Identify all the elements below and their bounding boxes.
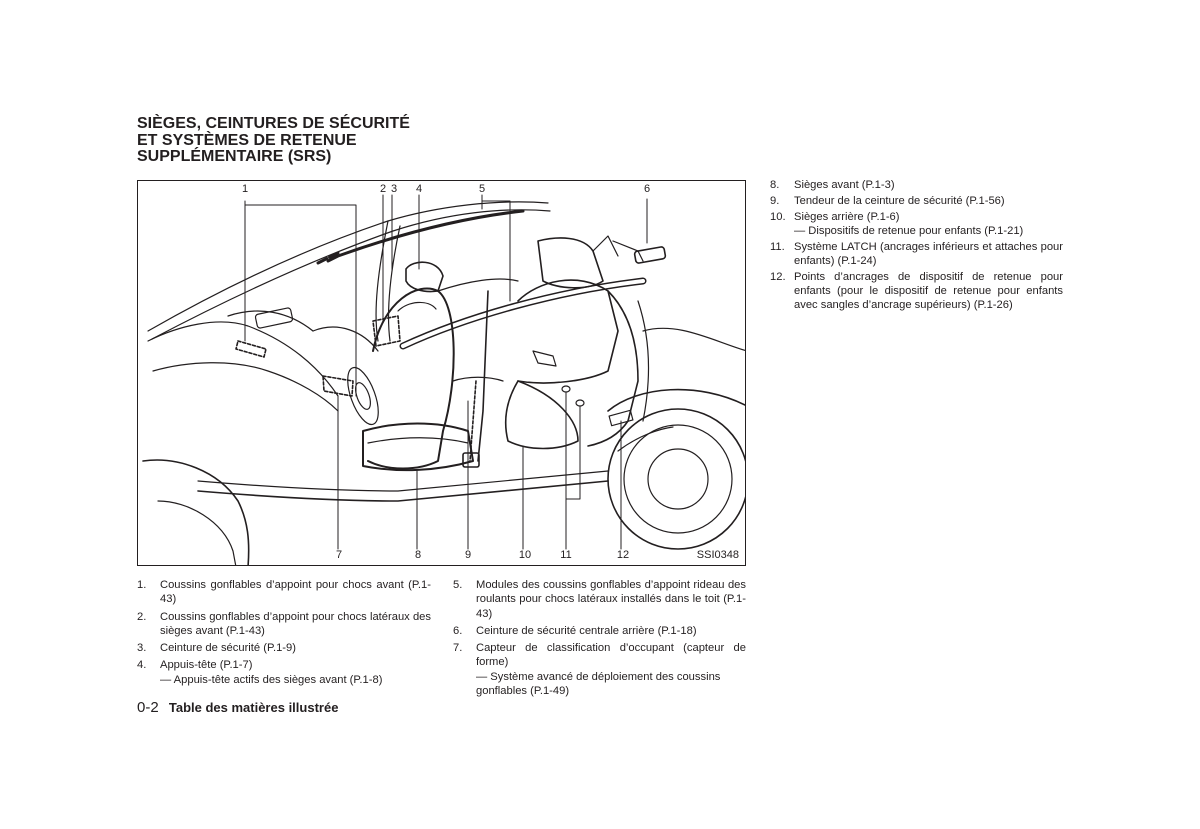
item-number: 12. <box>770 270 786 283</box>
item-text: Tendeur de la ceinture de sécurité (P.1-… <box>794 194 1005 207</box>
callout-10: 10 <box>518 549 532 561</box>
list-item: 3. Ceinture de sécurité (P.1-9) <box>137 641 431 655</box>
page-footer: 0-2 Table des matières illustrée <box>137 699 338 716</box>
figure-code: SSI0348 <box>696 549 739 561</box>
callout-1: 1 <box>241 183 249 195</box>
item-number: 2. <box>137 610 147 623</box>
item-number: 8. <box>770 179 780 191</box>
item-subtext: — Dispositifs de retenue pour enfants (P… <box>794 224 1024 237</box>
item-text: Points d’ancrages de dispositif de reten… <box>794 270 1063 312</box>
title-line-2: ET SYSTÈMES DE RETENUE <box>137 131 357 149</box>
item-number: 5. <box>453 579 463 591</box>
list-item: 7. Capteur de classification d’occupant (… <box>453 641 746 698</box>
section-title: SIÈGES, CEINTURES DE SÉCURITÉ ET SYSTÈME… <box>137 115 457 166</box>
item-text: Sièges arrière (P.1-6) <box>794 210 900 223</box>
item-number: 7. <box>453 642 463 655</box>
item-number: 3. <box>137 642 147 655</box>
item-number: 1. <box>137 579 147 591</box>
item-text: Coussins gonflables d’appoint pour chocs… <box>160 610 431 637</box>
list-item: 12. Points d’ancrages de dispositif de re… <box>770 270 1063 313</box>
item-text: Modules des coussins gonflables d’appoin… <box>476 579 746 620</box>
list-item: 9. Tendeur de la ceinture de sécurité (P.… <box>770 194 1063 208</box>
legend-list-middle: 5. Modules des coussins gonflables d’appo… <box>453 578 746 701</box>
title-line-1: SIÈGES, CEINTURES DE SÉCURITÉ <box>137 115 410 132</box>
callout-3: 3 <box>390 183 398 195</box>
list-item: 5. Modules des coussins gonflables d’appo… <box>453 578 746 621</box>
car-interior-drawing <box>142 194 745 565</box>
item-text: Ceinture de sécurité centrale arrière (P… <box>476 624 697 637</box>
list-item: 8. Sièges avant (P.1-3) <box>770 178 1063 192</box>
legend-list-left: 1. Coussins gonflables d’appoint pour cho… <box>137 578 431 690</box>
callout-2: 2 <box>379 183 387 195</box>
callout-5: 5 <box>478 183 486 195</box>
list-item: 1. Coussins gonflables d’appoint pour cho… <box>137 578 431 607</box>
legend-list-right: 8. Sièges avant (P.1-3) 9. Tendeur de la c… <box>770 178 1063 314</box>
item-text: Coussins gonflables d’appoint pour chocs… <box>160 579 431 606</box>
item-text: Système LATCH (ancrages inférieurs et at… <box>794 240 1063 267</box>
list-item: 11. Système LATCH (ancrages inférieurs et… <box>770 240 1063 269</box>
item-number: 9. <box>770 194 780 207</box>
item-number: 11. <box>770 240 785 253</box>
item-subtext: — Système avancé de déploiement des cous… <box>476 670 721 698</box>
callout-6: 6 <box>643 183 651 195</box>
callout-9: 9 <box>464 549 472 561</box>
callout-8: 8 <box>414 549 422 561</box>
item-number: 10. <box>770 210 786 223</box>
item-subtext: — Appuis-tête actifs des sièges avant (P… <box>160 673 383 686</box>
callout-4: 4 <box>415 183 423 195</box>
item-text: Ceinture de sécurité (P.1-9) <box>160 642 296 655</box>
page-number: 0-2 <box>137 699 159 716</box>
list-item: 4. Appuis-tête (P.1-7)— Appuis-tête actif… <box>137 658 431 687</box>
item-text: Appuis-tête (P.1-7) <box>160 659 253 672</box>
list-item: 2. Coussins gonflables d’appoint pour cho… <box>137 610 431 639</box>
item-text: Sièges avant (P.1-3) <box>794 179 895 191</box>
item-number: 4. <box>137 659 147 672</box>
item-text: Capteur de classification d’occupant (ca… <box>476 642 746 669</box>
callout-12: 12 <box>616 549 630 561</box>
title-line-3: SUPPLÉMENTAIRE (SRS) <box>137 148 332 165</box>
callout-11: 11 <box>560 549 572 561</box>
footer-title: Table des matières illustrée <box>168 700 339 715</box>
item-number: 6. <box>453 624 463 637</box>
callout-7: 7 <box>335 549 343 561</box>
list-item: 10. Sièges arrière (P.1-6)— Dispositifs d… <box>770 210 1063 239</box>
list-item: 6. Ceinture de sécurité centrale arrière … <box>453 624 746 638</box>
car-interior-illustration: 1 2 3 4 5 6 7 8 9 10 11 12 SSI0348 <box>137 180 746 566</box>
